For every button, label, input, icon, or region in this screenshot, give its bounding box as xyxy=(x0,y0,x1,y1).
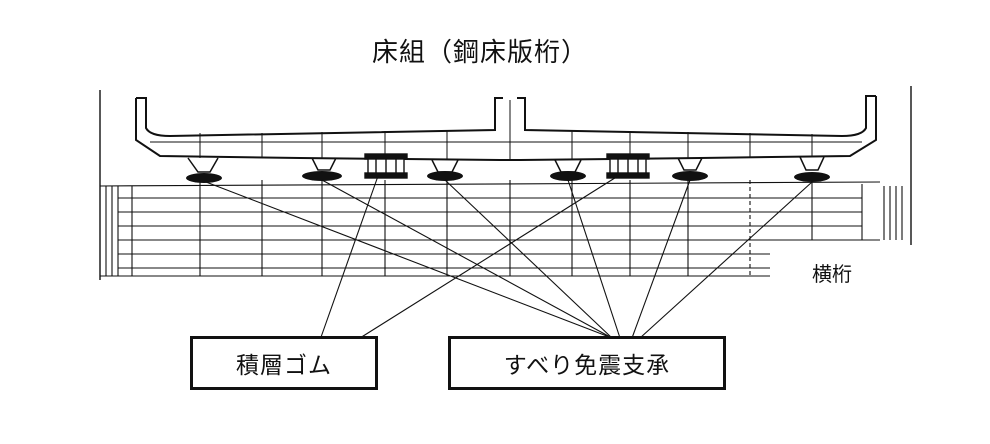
sliding-bearings xyxy=(186,171,830,183)
sliding-bearing-label: すべり免震支承 xyxy=(448,336,726,390)
leader-lines-sliding xyxy=(205,179,813,339)
cross-beam-grid xyxy=(99,180,903,277)
leader-lines-rubber xyxy=(319,175,619,341)
rubber-bearings xyxy=(364,153,650,179)
deck-slab xyxy=(135,95,877,161)
diagram-title: 床組（鋼床版桁） xyxy=(372,38,589,68)
cross-beam-label: 横桁 xyxy=(812,262,852,286)
deck-ribs xyxy=(199,100,813,160)
laminated-rubber-label: 積層ゴム xyxy=(190,336,378,390)
